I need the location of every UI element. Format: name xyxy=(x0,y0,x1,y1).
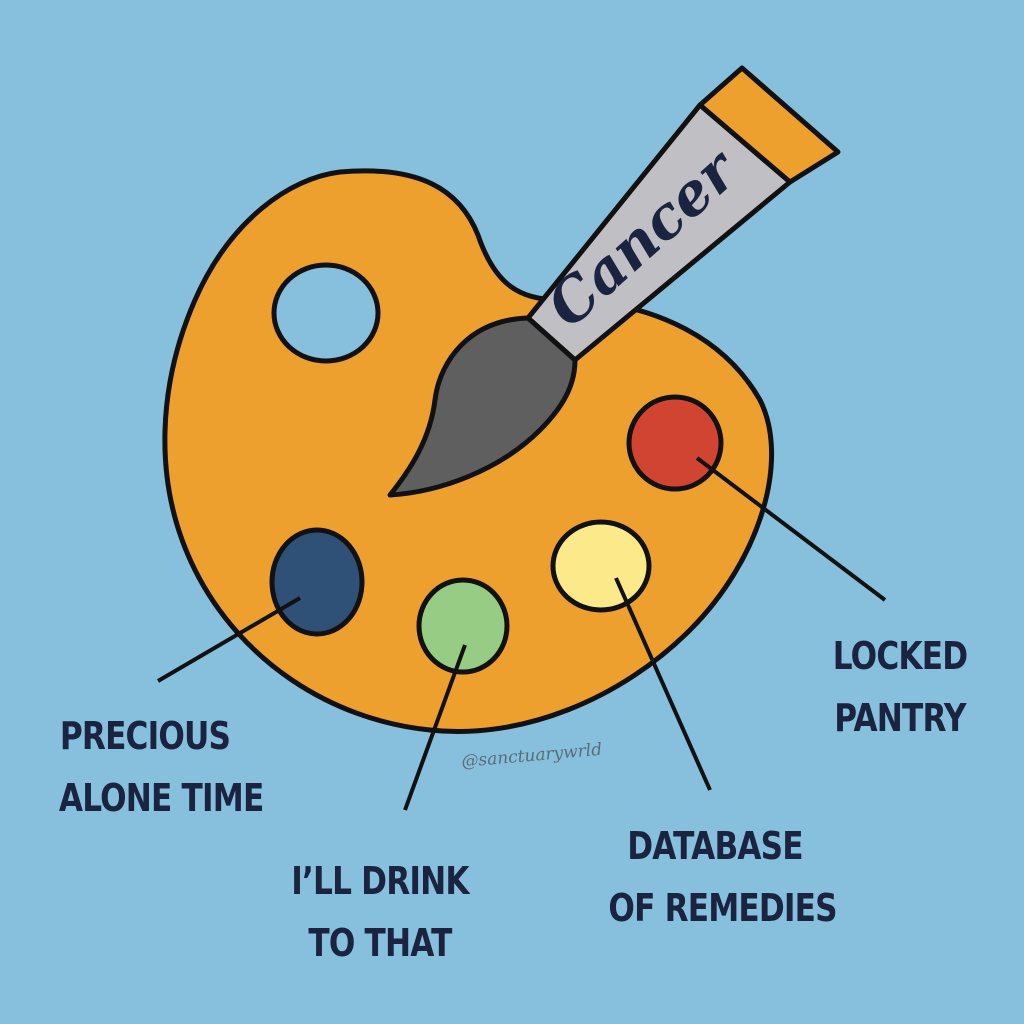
pointer-red xyxy=(695,456,887,602)
label-green-line1: I’LL DRINK xyxy=(291,859,469,903)
watermark-handle: @sanctuarywrld xyxy=(461,740,603,772)
paint-dab-yellow xyxy=(550,519,652,613)
pointer-green xyxy=(403,644,467,811)
label-blue-line2: ALONE TIME xyxy=(58,776,264,820)
label-blue: PRECIOUS ALONE TIME xyxy=(58,705,264,829)
paint-dab-blue xyxy=(269,527,365,637)
label-green: I’LL DRINK TO THAT xyxy=(290,850,470,974)
label-red: LOCKED PANTRY xyxy=(830,625,969,749)
label-blue-line1: PRECIOUS xyxy=(59,714,231,758)
pointer-blue xyxy=(156,596,302,683)
paint-dab-red xyxy=(626,394,724,492)
label-yellow: DATABASE OF REMEDIES xyxy=(608,815,837,939)
label-yellow-line1: DATABASE xyxy=(627,824,803,868)
label-red-line2: PANTRY xyxy=(834,696,966,740)
brush-cap xyxy=(697,65,841,185)
label-green-line2: TO THAT xyxy=(308,921,452,965)
label-red-line1: LOCKED xyxy=(832,634,968,678)
thumb-hole xyxy=(271,262,381,364)
label-yellow-line2: OF REMEDIES xyxy=(608,886,837,930)
pointer-yellow xyxy=(614,577,712,791)
brush-bristles xyxy=(387,315,578,498)
paint-dab-green xyxy=(416,577,510,675)
